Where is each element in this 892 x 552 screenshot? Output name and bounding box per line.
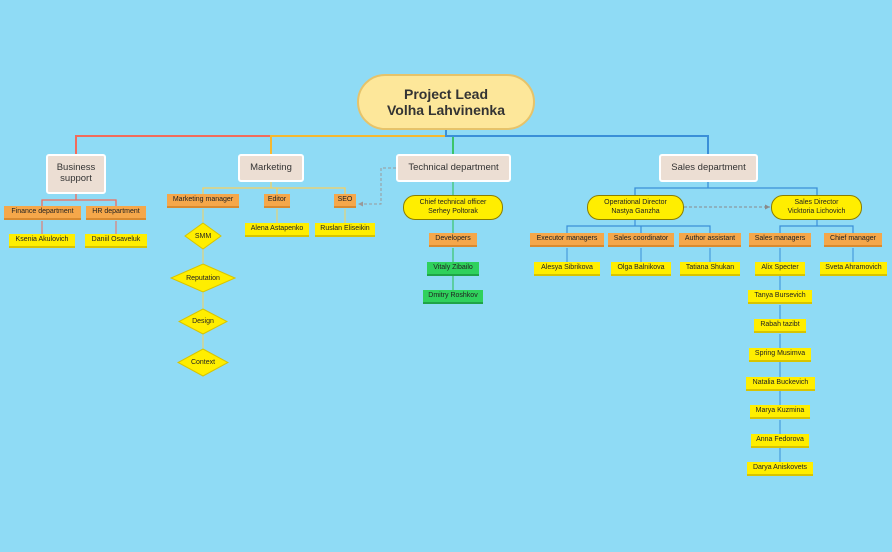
chief-manager-person-node[interactable]: Sveta Ahramovich [820, 262, 887, 276]
hr-department-node[interactable]: HR department [86, 206, 146, 220]
executor-person-node[interactable]: Alesya Sibrikova [534, 262, 600, 276]
editor-person-node[interactable]: Alena Astapenko [245, 223, 309, 237]
operational-director-title: Operational Director [604, 198, 667, 206]
coordinator-person-node[interactable]: Olga Balnikova [611, 262, 671, 276]
assistant-person-node[interactable]: Tatiana Shukan [680, 262, 740, 276]
marketing-node[interactable]: Marketing [238, 154, 304, 182]
design-label: Design [192, 318, 214, 325]
cto-name: Serhey Poltorak [428, 207, 478, 215]
sales-manager-person-node[interactable]: Marya Kuzmina [750, 405, 810, 419]
business-support-node[interactable]: Business support [46, 154, 106, 194]
cto-title: Chief technical officer [419, 198, 487, 206]
chief-manager-node[interactable]: Chief manager [824, 233, 882, 247]
sales-manager-person-node[interactable]: Anna Fedorova [751, 434, 809, 448]
seo-node[interactable]: SEO [334, 194, 356, 208]
project-lead-node[interactable]: Project Lead Volha Lahvinenka [357, 74, 535, 130]
operational-director-name: Nastya Ganzha [611, 207, 660, 215]
author-assistant-node[interactable]: Author assistant [679, 233, 741, 247]
developer-1-node[interactable]: Vitaly Zibailo [427, 262, 479, 276]
sales-manager-person-node[interactable]: Natalia Buckevich [746, 377, 815, 391]
project-lead-name: Volha Lahvinenka [387, 102, 505, 118]
smm-diamond-node[interactable]: SMM [184, 222, 222, 250]
project-lead-title: Project Lead [403, 85, 489, 102]
developer-2-node[interactable]: Dmitry Roshkov [423, 290, 483, 304]
reputation-label: Reputation [186, 274, 220, 282]
sales-coordinator-node[interactable]: Sales coordinator [608, 233, 674, 247]
business-support-label-line2: support [60, 173, 92, 184]
executor-managers-node[interactable]: Executor managers [530, 233, 604, 247]
context-diamond-node[interactable]: Context [177, 348, 229, 377]
sales-department-node[interactable]: Sales department [659, 154, 758, 182]
smm-label: SMM [194, 232, 212, 240]
design-diamond-node[interactable]: Design [178, 308, 228, 335]
finance-department-node[interactable]: Finance department [4, 206, 81, 220]
reputation-diamond-node[interactable]: Reputation [170, 263, 236, 293]
hr-person-node[interactable]: Daniil Osaveluk [85, 234, 147, 248]
marketing-manager-node[interactable]: Marketing manager [167, 194, 239, 208]
cto-node[interactable]: Chief technical officer Serhey Poltorak [403, 195, 503, 220]
technical-department-node[interactable]: Technical department [396, 154, 511, 182]
sales-director-node[interactable]: Sales Director Vicktoria Lichovich [771, 195, 862, 220]
business-support-label-line1: Business [56, 162, 96, 174]
sales-manager-person-node[interactable]: Spring Musimva [749, 348, 811, 362]
sales-director-title: Sales Director [794, 198, 839, 206]
operational-director-node[interactable]: Operational Director Nastya Ganzha [587, 195, 684, 220]
context-label: Context [190, 359, 216, 366]
sales-manager-person-node[interactable]: Rabah tazibt [754, 319, 806, 333]
finance-person-node[interactable]: Ksenia Akulovich [9, 234, 75, 248]
sales-manager-person-node[interactable]: Alix Specter [755, 262, 805, 276]
editor-node[interactable]: Editor [264, 194, 290, 208]
sales-managers-node[interactable]: Sales managers [749, 233, 811, 247]
sales-director-name: Vicktoria Lichovich [787, 207, 846, 215]
sales-manager-person-node[interactable]: Tanya Bursevich [748, 290, 812, 304]
seo-person-node[interactable]: Ruslan Eliseikin [315, 223, 375, 237]
sales-manager-person-node[interactable]: Darya Aniskovets [747, 462, 813, 476]
developers-node[interactable]: Developers [429, 233, 477, 247]
